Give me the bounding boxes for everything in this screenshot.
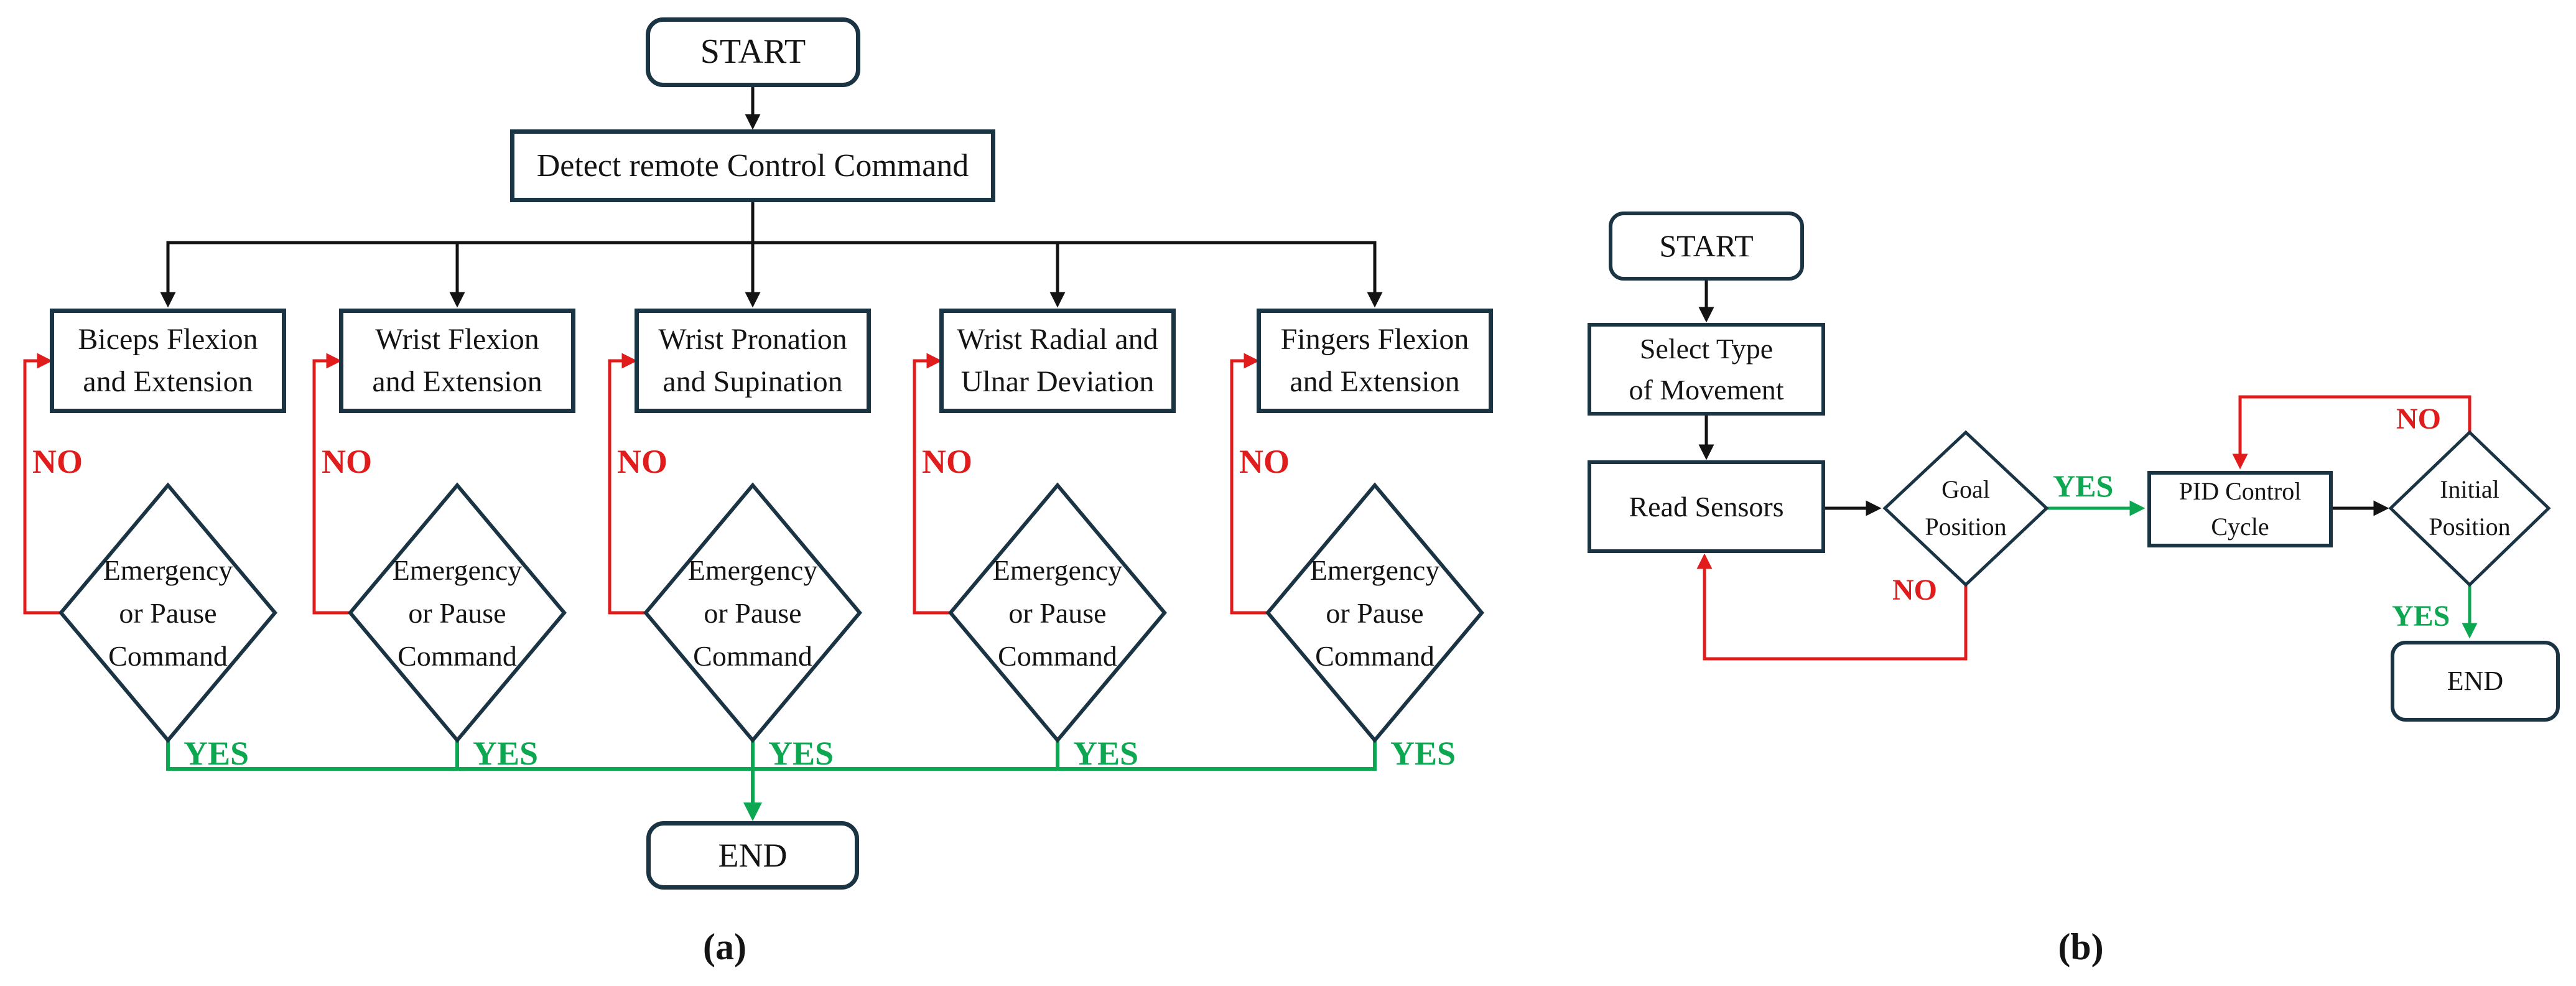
a-no-label-4: NO xyxy=(922,443,972,480)
b-goal-position-label: Goal Position xyxy=(1925,475,2007,541)
decision-diamond-initial xyxy=(2388,430,2551,587)
a-branch-wrist-flexion-node: Wrist Flexion and Extension xyxy=(339,309,575,413)
b-pid-control-node: PID Control Cycle xyxy=(2147,471,2333,547)
a-yes-label-1: YES xyxy=(184,735,249,772)
panel-b-no-edges xyxy=(1696,395,2471,661)
a-no-label-1: NO xyxy=(32,443,83,480)
panel-a-diamonds xyxy=(58,482,1484,743)
b-end-node: END xyxy=(2391,641,2560,722)
a-branch-wrist-pronation-node: Wrist Pronation and Supination xyxy=(635,309,871,413)
b-yes-label-initial: YES xyxy=(2392,599,2450,633)
a-yes-label-3: YES xyxy=(768,735,834,772)
a-end-node: END xyxy=(646,821,859,890)
panel-b-caption: (b) xyxy=(2058,926,2104,967)
a-no-label-3: NO xyxy=(617,443,667,480)
decision-diamond-a1 xyxy=(58,482,277,743)
edge-a-no-5 xyxy=(1230,353,1270,615)
a-decision-label-1: Emergency or Pause Command xyxy=(103,554,233,672)
a-no-label-2: NO xyxy=(322,443,372,480)
b-no-label-goal: NO xyxy=(1892,573,1937,607)
a-decision-label-5: Emergency or Pause Command xyxy=(1309,554,1440,672)
b-no-label-initial: NO xyxy=(2396,402,2441,435)
a-decision-label-3: Emergency or Pause Command xyxy=(687,554,818,672)
a-branch-fingers-node: Fingers Flexion and Extension xyxy=(1257,309,1493,413)
a-branch-biceps-node: Biceps Flexion and Extension xyxy=(50,309,286,413)
a-decision-label-4: Emergency or Pause Command xyxy=(992,554,1123,672)
decision-diamond-a3 xyxy=(643,482,862,743)
panel-a-caption: (a) xyxy=(703,926,746,967)
panel-a-yes-edges xyxy=(166,738,1377,821)
a-decision-label-2: Emergency or Pause Command xyxy=(392,554,523,672)
panel-b-black-edges xyxy=(1698,279,2389,516)
a-yes-label-5: YES xyxy=(1390,735,1456,772)
a-no-label-5: NO xyxy=(1239,443,1290,480)
edge-a-no-1 xyxy=(23,353,63,615)
panel-b-diamonds xyxy=(1882,430,2551,587)
b-read-sensors-node: Read Sensors xyxy=(1588,460,1825,553)
a-yes-label-2: YES xyxy=(473,735,539,772)
a-branch-wrist-radial-node: Wrist Radial and Ulnar Deviation xyxy=(939,309,1176,413)
edge-a-no-3 xyxy=(608,353,648,615)
a-yes-label-4: YES xyxy=(1073,735,1139,772)
edge-a-no-4 xyxy=(913,353,952,615)
edge-b-no-goal xyxy=(1696,553,1968,661)
decision-diamond-a5 xyxy=(1265,482,1484,743)
edge-a-no-2 xyxy=(312,353,352,615)
decision-diamond-a2 xyxy=(348,482,567,743)
decision-diamond-goal xyxy=(1882,430,2049,587)
panel-b-yes-edges xyxy=(2045,500,2478,639)
b-yes-label-goal: YES xyxy=(2053,468,2114,503)
a-start-node: START xyxy=(646,17,860,87)
decision-diamond-a4 xyxy=(948,482,1167,743)
b-start-node: START xyxy=(1609,212,1804,281)
panel-a-no-edges xyxy=(23,353,1270,615)
b-initial-position-label: Initial Position xyxy=(2429,475,2511,541)
panel-a-black-edges xyxy=(160,85,1383,308)
a-detect-command-node: Detect remote Control Command xyxy=(510,129,995,202)
edge-b-no-initial xyxy=(2232,395,2471,470)
b-select-movement-node: Select Type of Movement xyxy=(1588,323,1825,416)
